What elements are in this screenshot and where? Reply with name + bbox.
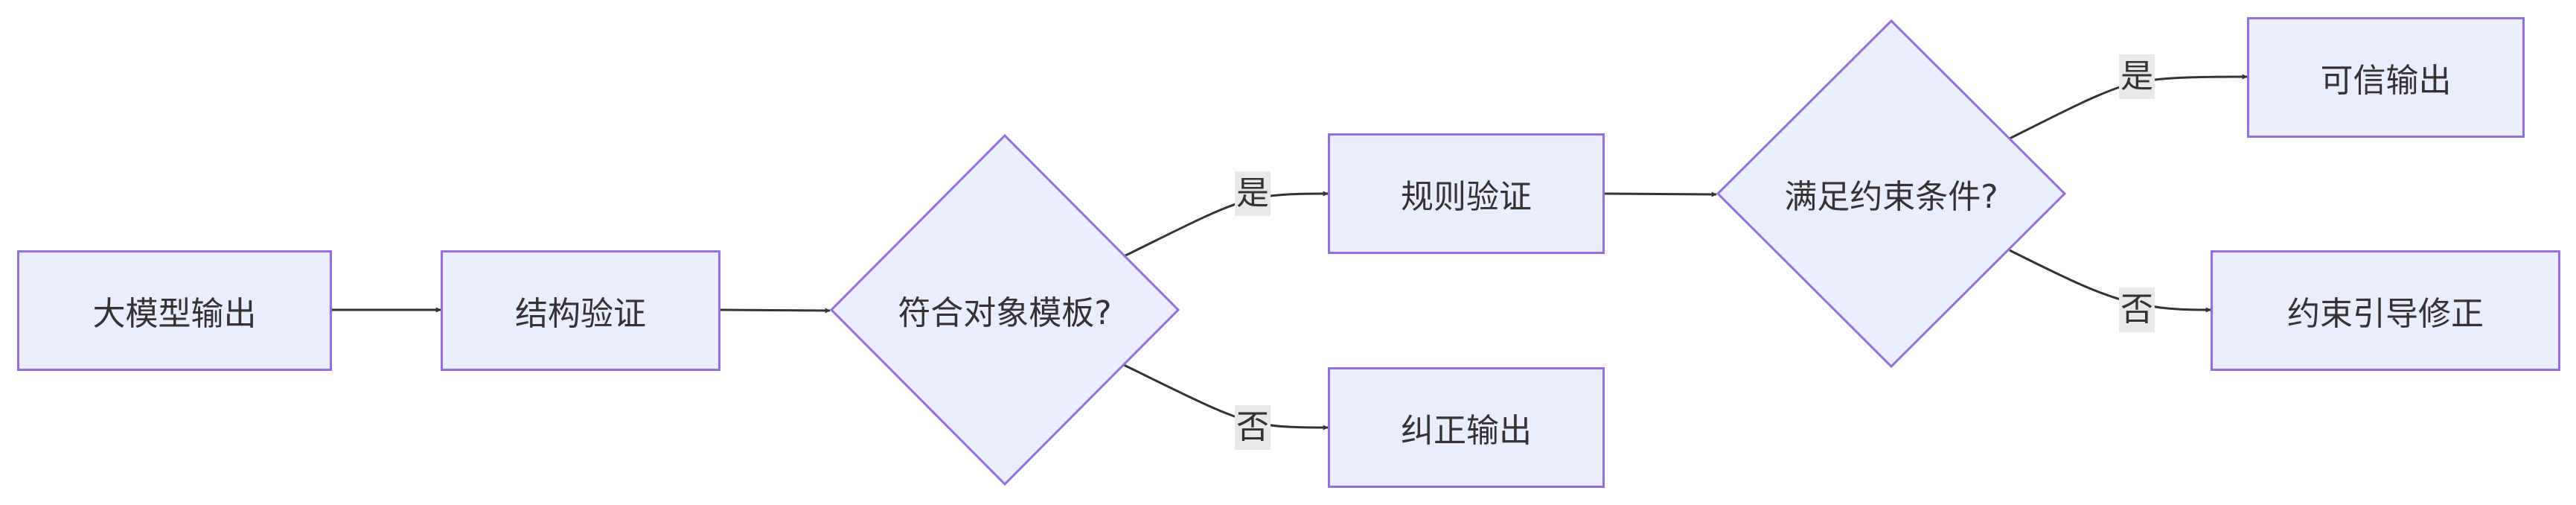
node-trusted-output-label: 可信输出: [2320, 62, 2452, 100]
edge-structure-to-template: [720, 308, 831, 314]
edge-label-constraint-yes: 是: [2119, 54, 2155, 99]
decision-constraint-label: 满足约束条件?: [1784, 178, 1998, 216]
node-trusted-output: 可信输出: [2247, 17, 2525, 138]
node-rule-check: 规则验证: [1328, 133, 1605, 254]
node-corrected-output: 纠正输出: [1328, 367, 1605, 488]
node-llm-output: 大模型输出: [17, 250, 332, 371]
decision-template-shape: [830, 134, 1180, 486]
node-constraint-guided-fix-label: 约束引导修正: [2287, 295, 2484, 333]
node-corrected-output-label: 纠正输出: [1401, 412, 1532, 450]
decision-constraint-check: 满足约束条件?: [1716, 19, 2066, 368]
edge-label-template-no: 否: [1235, 405, 1271, 450]
edge-label-template-yes: 是: [1235, 171, 1271, 216]
decision-constraint-shape: [1716, 19, 2066, 368]
node-rule-check-label: 规则验证: [1401, 178, 1532, 216]
decision-template-label: 符合对象模板?: [898, 294, 1112, 332]
node-llm-output-label: 大模型输出: [92, 295, 257, 333]
node-structure-check: 结构验证: [441, 250, 720, 371]
edge-label-constraint-no: 否: [2119, 288, 2155, 332]
node-constraint-guided-fix: 约束引导修正: [2211, 250, 2560, 371]
node-structure-check-label: 结构验证: [515, 295, 646, 333]
decision-template-check: 符合对象模板?: [830, 134, 1180, 486]
